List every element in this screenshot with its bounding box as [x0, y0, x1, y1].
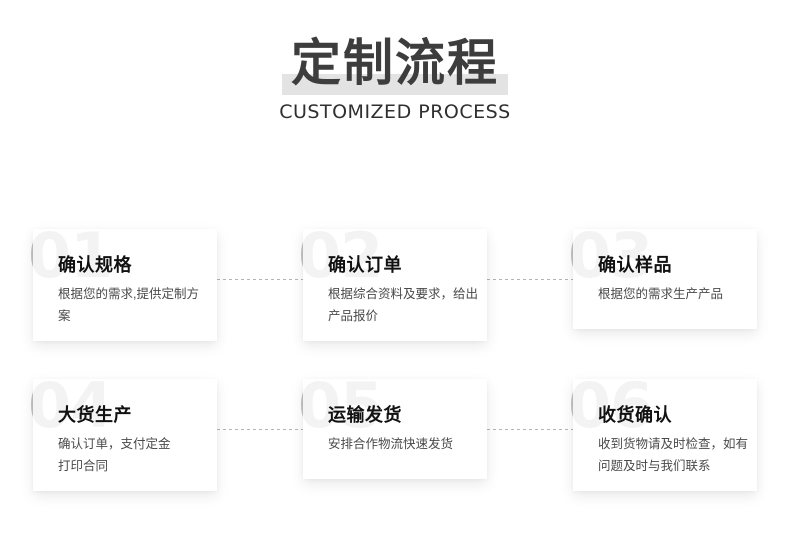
step-3-card: 确认样品 根据您的需求生产产品 — [573, 229, 757, 329]
process-steps: 01 确认规格 根据您的需求,提供定制方案 02 确认订单 根据综合资料及要求，… — [28, 225, 757, 491]
step-4-description: 确认订单，支付定金 打印合同 — [58, 437, 171, 473]
step-2-title: 确认订单 — [328, 255, 402, 275]
step-3: 03 确认样品 根据您的需求生产产品 — [568, 225, 757, 341]
page-subtitle: CUSTOMIZED PROCESS — [279, 101, 511, 123]
title-highlight-bar — [282, 74, 508, 95]
connector-line-1-2 — [217, 279, 303, 280]
title-block: 定制流程 — [0, 35, 790, 95]
page: 定制流程 CUSTOMIZED PROCESS 01 确认规格 根据您的需求,提… — [0, 36, 790, 550]
step-1: 01 确认规格 根据您的需求,提供定制方案 — [28, 225, 303, 341]
step-1-card: 确认规格 根据您的需求,提供定制方案 — [33, 229, 217, 341]
step-1-title: 确认规格 — [58, 255, 132, 275]
step-6-title: 收货确认 — [598, 405, 672, 425]
step-5-description: 安排合作物流快速发货 — [328, 437, 454, 451]
step-6-description: 收到货物请及时检查，如有 问题及时与我们联系 — [598, 437, 749, 473]
step-2: 02 确认订单 根据综合资料及要求，给出 产品报价 — [298, 225, 573, 341]
step-2-description: 根据综合资料及要求，给出 产品报价 — [328, 287, 479, 323]
step-3-title: 确认样品 — [598, 255, 672, 275]
header: 定制流程 CUSTOMIZED PROCESS — [0, 35, 790, 124]
step-5-title: 运输发货 — [328, 405, 402, 425]
step-4: 04 大货生产 确认订单，支付定金 打印合同 — [28, 375, 303, 491]
step-3-description: 根据您的需求生产产品 — [598, 287, 724, 301]
step-2-card: 确认订单 根据综合资料及要求，给出 产品报价 — [303, 229, 487, 341]
connector-line-5-6 — [487, 429, 573, 430]
step-1-description: 根据您的需求,提供定制方案 — [58, 287, 199, 323]
page-title: 定制流程 — [291, 35, 499, 91]
step-6-card: 收货确认 收到货物请及时检查，如有 问题及时与我们联系 — [573, 379, 757, 491]
connector-line-2-3 — [487, 279, 573, 280]
step-5-card: 运输发货 安排合作物流快速发货 — [303, 379, 487, 479]
step-6: 06 收货确认 收到货物请及时检查，如有 问题及时与我们联系 — [568, 375, 757, 491]
connector-line-4-5 — [217, 429, 303, 430]
step-5: 05 运输发货 安排合作物流快速发货 — [298, 375, 573, 491]
step-4-title: 大货生产 — [58, 405, 132, 425]
step-4-card: 大货生产 确认订单，支付定金 打印合同 — [33, 379, 217, 491]
